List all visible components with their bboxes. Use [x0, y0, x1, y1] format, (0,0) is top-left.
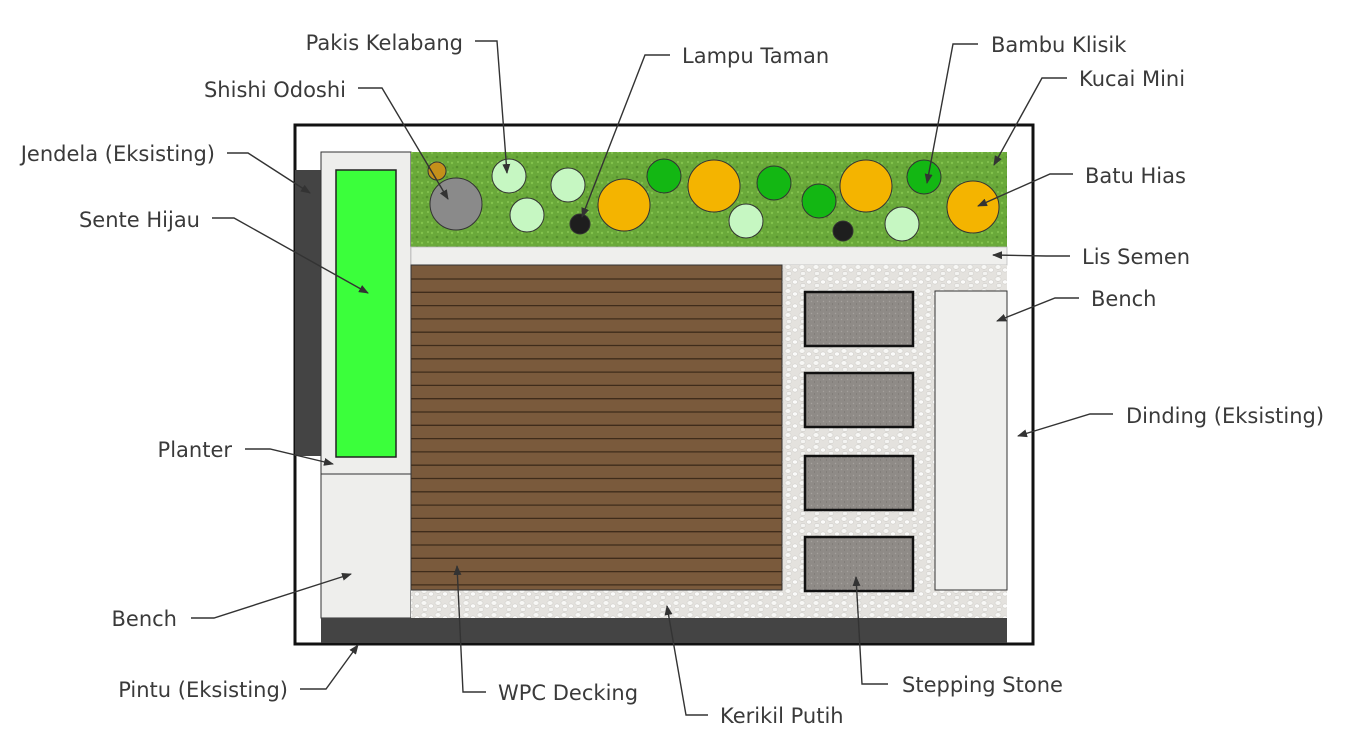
- wpc-decking: [410, 264, 783, 591]
- label-bench-left: Bench: [112, 607, 178, 631]
- gravel-bottom: [411, 590, 1007, 618]
- batu-hias-plant: [946, 180, 1000, 234]
- label-shishi-odoshi: Shishi Odoshi: [204, 78, 346, 102]
- batu-hias-plant: [687, 159, 741, 213]
- label-dinding: Dinding (Eksisting): [1126, 404, 1324, 428]
- label-wpc-decking: WPC Decking: [498, 681, 638, 705]
- bench-right: [934, 290, 1008, 591]
- door-existing: [321, 618, 1007, 643]
- batu-hias-plant: [839, 159, 893, 213]
- label-sente-hijau: Sente Hijau: [79, 208, 200, 232]
- window-existing: [295, 170, 322, 456]
- label-lis-semen: Lis Semen: [1082, 245, 1190, 269]
- lamp-taman: [569, 213, 591, 235]
- bambu-klisik-plant: [906, 159, 942, 195]
- pakis-kelabang-plant: [491, 158, 527, 194]
- plants: [427, 158, 1000, 242]
- bambu-klisik-plant: [756, 165, 792, 201]
- label-jendela: Jendela (Eksisting): [19, 142, 215, 166]
- label-pintu: Pintu (Eksisting): [118, 678, 288, 702]
- lamp-taman: [832, 220, 854, 242]
- pakis-kelabang-plant: [728, 203, 764, 239]
- batu-hias-plant: [597, 178, 651, 232]
- stepping-stone: [803, 535, 915, 593]
- stepping-stone: [803, 454, 915, 512]
- cement-edge: [410, 246, 1008, 266]
- pakis-kelabang-plant: [550, 167, 586, 203]
- label-planter: Planter: [158, 438, 233, 462]
- pakis-kelabang-plant: [509, 197, 545, 233]
- bambu-klisik-plant: [646, 158, 682, 194]
- bench-left-area: [320, 473, 412, 619]
- leader-lines: [191, 40, 1113, 716]
- shishi-odoshi-rock: [429, 177, 483, 231]
- sente-hijau-planter: [335, 169, 397, 458]
- label-stepping-stone: Stepping Stone: [902, 673, 1063, 697]
- stepping-stone: [803, 371, 915, 429]
- label-kucai-mini: Kucai Mini: [1079, 67, 1185, 91]
- stepping-stone: [803, 290, 915, 348]
- label-bench-right: Bench: [1091, 287, 1157, 311]
- label-lampu-taman: Lampu Taman: [682, 44, 829, 68]
- label-bambu-klisik: Bambu Klisik: [991, 33, 1127, 57]
- bambu-klisik-plant: [801, 183, 837, 219]
- label-batu-hias: Batu Hias: [1085, 164, 1186, 188]
- pakis-kelabang-plant: [884, 206, 920, 242]
- label-pakis-kelabang: Pakis Kelabang: [306, 31, 463, 55]
- label-kerikil-putih: Kerikil Putih: [720, 704, 844, 728]
